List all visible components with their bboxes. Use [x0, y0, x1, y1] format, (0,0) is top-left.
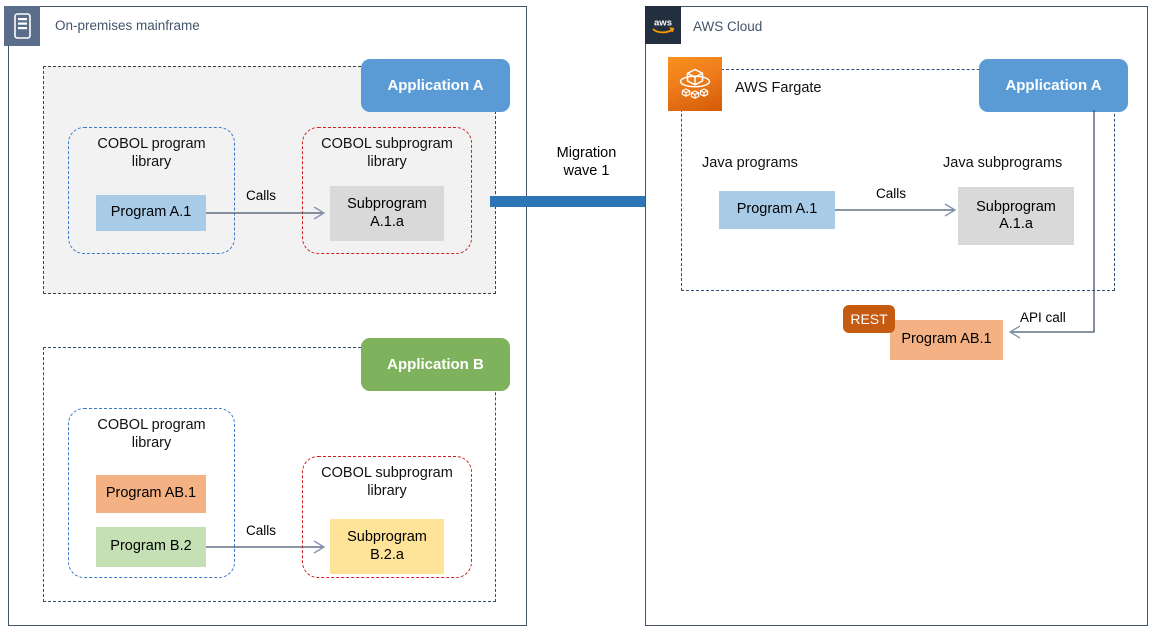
cobol-subprogram-library-b-label: COBOL subprogram library — [321, 465, 453, 499]
program-a1-box-onprem[interactable]: Program A.1 — [96, 195, 206, 231]
calls-arrow-aws — [835, 203, 957, 217]
migration-wave-label: Migration wave 1 — [556, 145, 617, 180]
cobol-program-library-a — [68, 127, 235, 254]
calls-arrow-a-onprem — [206, 206, 326, 220]
java-subprograms-label: Java subprograms — [943, 155, 1063, 171]
cobol-subprogram-library-a — [302, 127, 472, 254]
aws-fargate-icon — [668, 57, 722, 111]
calls-arrow-b-onprem — [206, 540, 326, 554]
api-call-label: API call — [1020, 310, 1066, 325]
mainframe-icon — [4, 6, 40, 46]
api-call-connector — [1008, 110, 1095, 339]
onpremises-title: On-premises mainframe — [55, 18, 200, 33]
cobol-program-library-a-label: COBOL program library — [97, 136, 206, 170]
program-ab1-box-onprem[interactable]: Program AB.1 — [96, 475, 206, 513]
aws-fargate-label: AWS Fargate — [735, 80, 822, 96]
svg-text:aws: aws — [654, 18, 672, 29]
subprogram-a1a-box-onprem[interactable]: Subprogram A.1.a — [330, 186, 444, 241]
program-ab1-box-aws[interactable]: Program AB.1 — [890, 320, 1003, 360]
cobol-program-library-b — [68, 408, 235, 578]
rest-badge[interactable]: REST — [843, 305, 895, 333]
application-a-badge-aws[interactable]: Application A — [979, 59, 1128, 112]
cobol-program-library-b-label: COBOL program library — [97, 417, 206, 451]
aws-fargate-container — [681, 69, 1115, 291]
subprogram-b2a-box-onprem[interactable]: Subprogram B.2.a — [330, 519, 444, 574]
aws-logo-icon: aws — [645, 6, 681, 44]
application-b-container — [43, 347, 496, 602]
program-a1-box-aws[interactable]: Program A.1 — [719, 191, 835, 229]
calls-label-a-onprem: Calls — [246, 188, 277, 203]
program-b2-box-onprem[interactable]: Program B.2 — [96, 527, 206, 567]
cobol-subprogram-library-b — [302, 456, 472, 578]
application-b-badge[interactable]: Application B — [361, 338, 510, 391]
migration-arrow — [490, 189, 682, 214]
aws-cloud-title: AWS Cloud — [693, 19, 763, 34]
cobol-subprogram-library-a-label: COBOL subprogram library — [321, 136, 453, 170]
java-programs-label: Java programs — [702, 155, 798, 171]
calls-label-aws: Calls — [876, 186, 907, 201]
application-a-badge[interactable]: Application A — [361, 59, 510, 112]
subprogram-a1a-box-aws[interactable]: Subprogram A.1.a — [958, 187, 1074, 245]
calls-label-b-onprem: Calls — [246, 523, 277, 538]
